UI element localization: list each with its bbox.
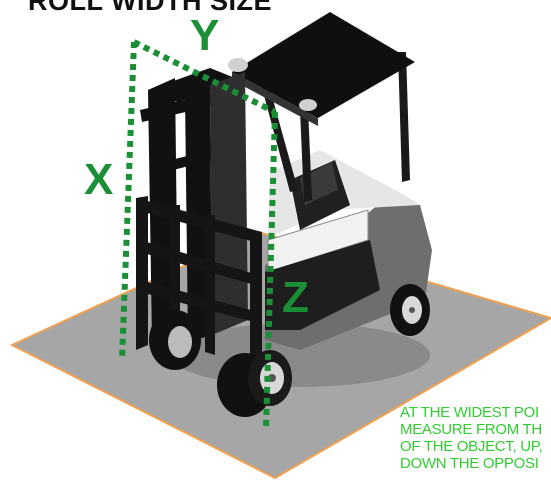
dimension-label-z: Z bbox=[282, 276, 309, 320]
roof-light-front bbox=[228, 58, 248, 72]
instructions-line: DOWN THE OPPOSI bbox=[400, 455, 551, 472]
dimension-label-x: X bbox=[84, 158, 113, 202]
instructions-line: MEASURE FROM TH bbox=[400, 421, 551, 438]
rear-wheel bbox=[390, 284, 430, 336]
instructions-line: OF THE OBJECT, UP, bbox=[400, 438, 551, 455]
forklift-roof bbox=[232, 12, 415, 118]
instructions-text: AT THE WIDEST POI MEASURE FROM TH OF THE… bbox=[400, 404, 551, 472]
mast-side bbox=[210, 72, 248, 335]
front-wheel-left bbox=[149, 310, 201, 370]
dimension-label-y: Y bbox=[190, 14, 219, 58]
instructions-line: AT THE WIDEST POI bbox=[400, 404, 551, 421]
roof-light-rear bbox=[299, 99, 317, 111]
